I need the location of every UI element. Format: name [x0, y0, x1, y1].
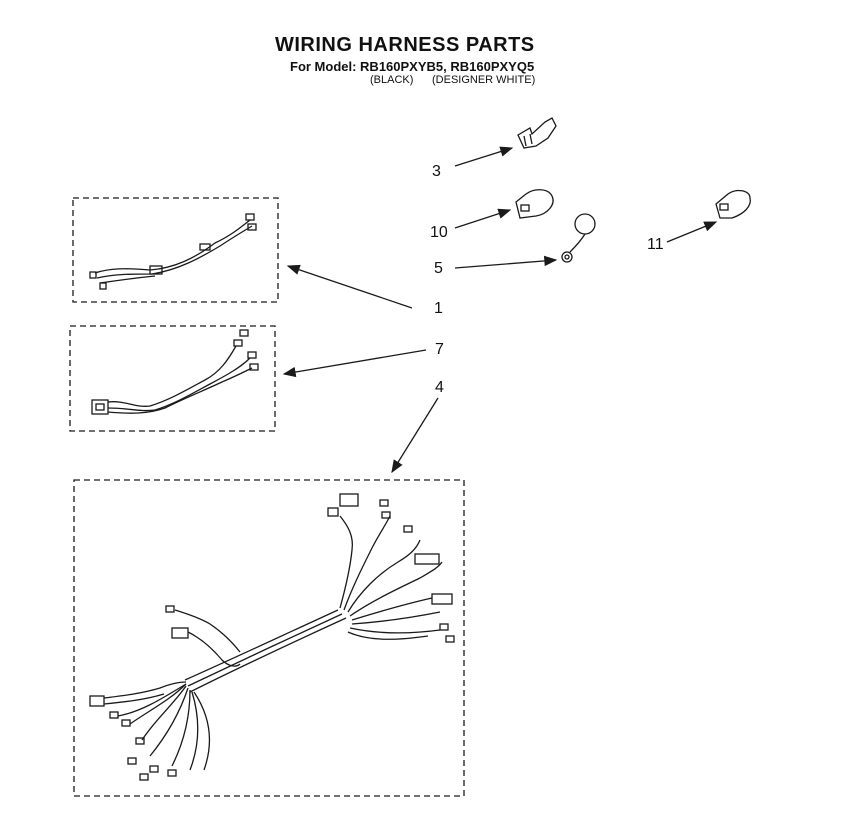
part-10-clamp-drawing — [454, 189, 554, 229]
arrow-part-11 — [666, 221, 718, 243]
finish-label-black: (BLACK) — [370, 74, 414, 86]
finish-label-designer-white: (DESIGNER WHITE) — [432, 74, 536, 86]
part-3-clip-drawing — [454, 117, 557, 167]
arrow-part-7 — [282, 349, 427, 378]
callout-part-11: 11 — [647, 236, 664, 253]
callout-part-1: 1 — [434, 300, 443, 317]
part-4-main-harness-drawing — [73, 397, 465, 797]
callout-part-4: 4 — [435, 379, 444, 396]
arrow-part-3 — [454, 146, 514, 167]
arrow-part-4 — [391, 397, 439, 474]
arrow-part-5 — [454, 255, 558, 269]
callout-part-5: 5 — [434, 260, 443, 277]
part-11-clamp-drawing — [666, 189, 751, 243]
callout-part-7: 7 — [435, 341, 444, 358]
model-numbers: For Model: RB160PXYB5, RB160PXYQ5 — [290, 59, 535, 74]
arrow-part-10 — [454, 208, 512, 229]
part-5-ground-wire-drawing — [454, 213, 596, 269]
callout-part-3: 3 — [432, 163, 441, 180]
arrow-part-1 — [286, 264, 413, 309]
part-1-harness-drawing — [72, 197, 413, 309]
callout-part-10: 10 — [430, 224, 448, 241]
diagram-title: WIRING HARNESS PARTS — [275, 34, 535, 56]
part-7-harness-drawing — [69, 325, 427, 432]
